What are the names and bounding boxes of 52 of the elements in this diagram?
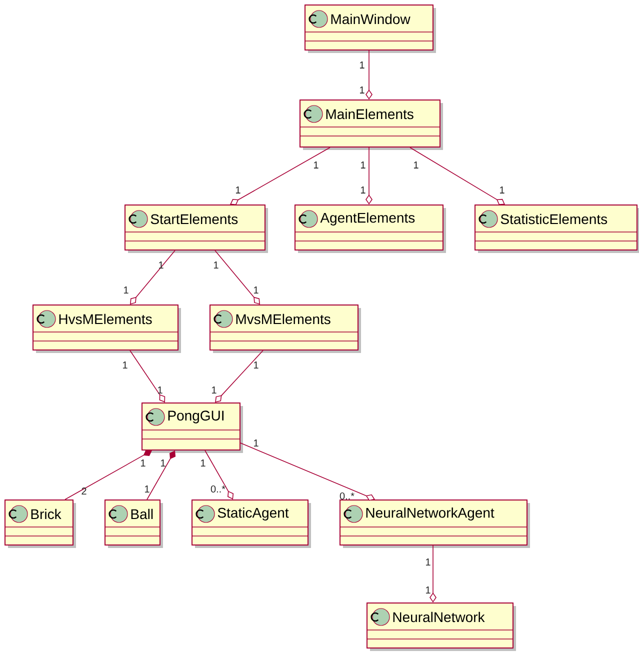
multiplicity-label: 1 [360,86,364,94]
class-box: NeuralNetworkAgent [340,500,530,548]
class-box: MainElements [300,100,443,150]
class-box: Brick [4,500,76,548]
multiplicity-label: 1 [236,186,240,194]
class-box: HvsMElements [32,304,181,353]
class-box: NeuralNetwork [366,602,516,651]
multiplicity-label: 1 [201,460,206,466]
multiplicity-label: 1 [159,262,164,268]
multiplicity-label: 1 [124,286,128,294]
aggregation-line [130,350,166,402]
multiplicity-label: 0..* [210,485,226,493]
multiplicity-label: 1 [361,186,366,194]
multiplicity-label: 1 [254,440,258,446]
multiplicity-label: 1 [254,286,258,294]
class-box: StatisticElements [474,204,639,253]
aggregation-line [215,350,264,402]
aggregation-line [130,250,176,304]
class-box: MvsMElements [210,304,361,353]
multiplicity-label: 1 [212,386,216,394]
multiplicity-label: 1 [123,362,128,368]
aggregation-line [410,147,505,205]
aggregation-line [204,450,234,500]
class-box: Ball [104,500,163,548]
multiplicity-label: 1 [414,162,418,168]
aggregation-line [214,250,260,304]
multiplicity-label: 1 [214,262,218,268]
class-box: MainWindow [304,4,436,53]
multiplicity-label: 1 [500,186,504,194]
composition-line [64,450,152,500]
multiplicity-label: 1 [161,460,166,466]
aggregation-line [230,147,330,206]
class-box: StaticAgent [192,500,311,548]
multiplicity-label: 1 [426,586,430,594]
aggregation-line [366,50,372,100]
multiplicity-label: 1 [145,486,150,492]
aggregation-line [240,442,375,501]
class-box: StartElements [124,204,268,253]
multiplicity-label: 0..* [340,492,354,500]
class-box: PongGUI [142,402,243,453]
multiplicity-label: 1 [360,62,364,68]
composition-line [146,450,176,500]
aggregation-line [366,147,372,204]
multiplicity-label: 1 [426,558,430,566]
aggregation-line [430,545,436,602]
multiplicity-label: 1 [254,362,258,368]
multiplicity-label: 1 [314,162,318,168]
multiplicity-label: 1 [158,386,162,394]
multiplicity-label: 2 [82,488,86,494]
multiplicity-label: 1 [361,162,366,168]
class-box: AgentElements [294,204,446,253]
multiplicity-label: 1 [141,460,146,466]
